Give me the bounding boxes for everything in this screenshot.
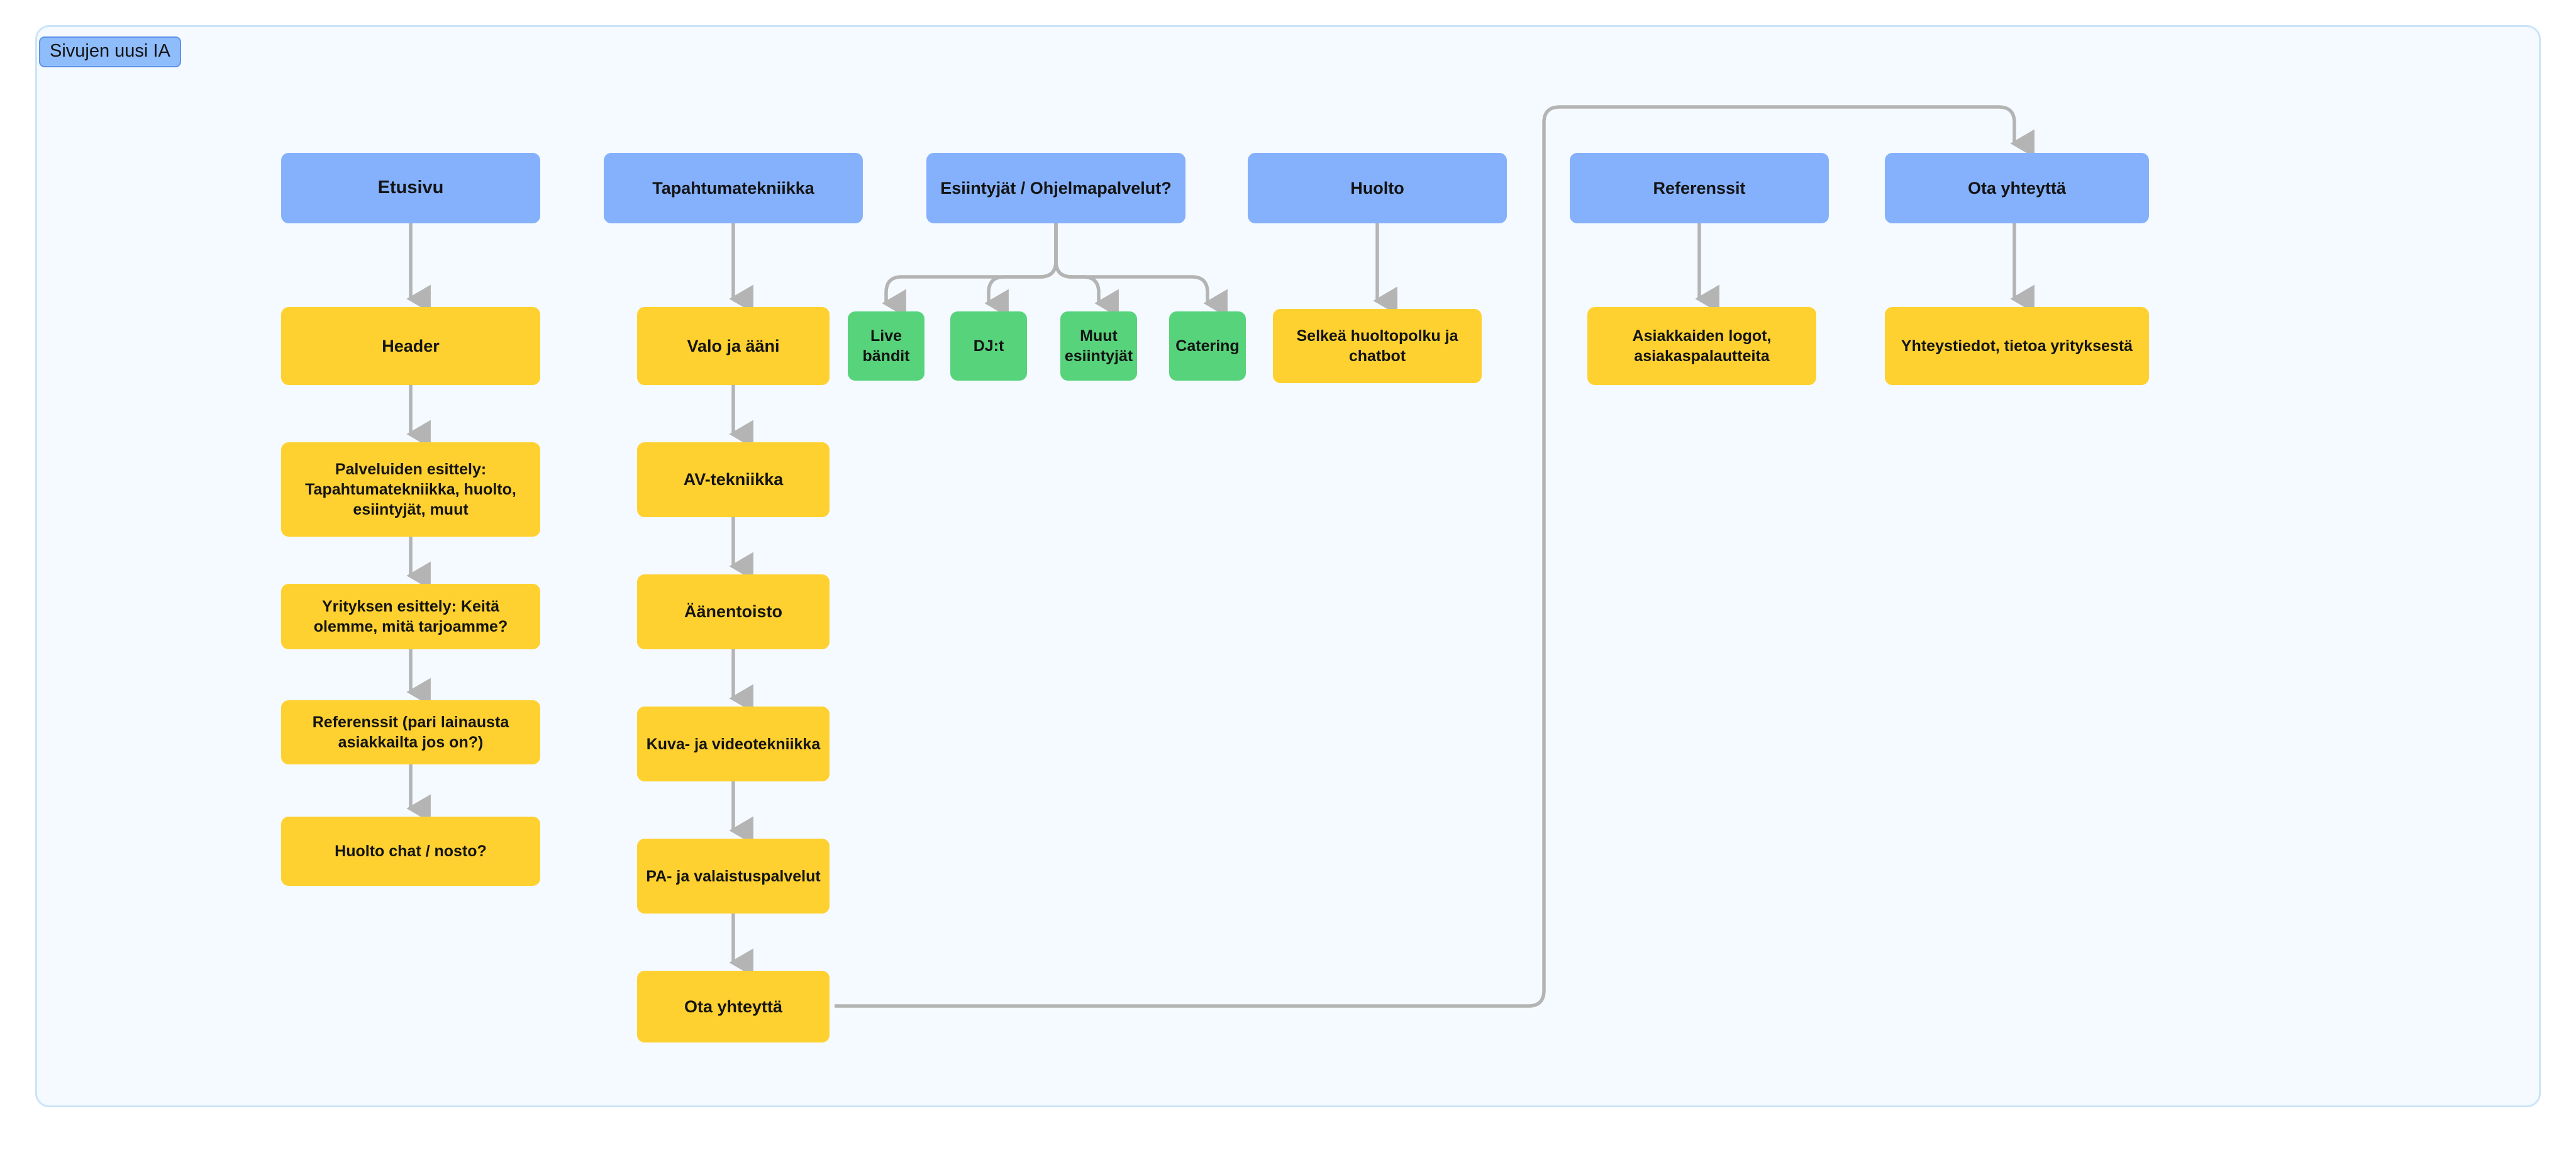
node-pa-ja-valaistuspalvelut[interactable]: PA- ja valaistuspalvelut xyxy=(637,839,830,914)
node-asiakkaiden-logot[interactable]: Asiakkaiden logot, asiakaspalautteita xyxy=(1587,307,1816,385)
node-esiintyjat-ohjelmapalvelut[interactable]: Esiintyjät / Ohjelmapalvelut? xyxy=(926,153,1185,223)
node-huolto-chat[interactable]: Huolto chat / nosto? xyxy=(281,817,540,886)
node-huolto[interactable]: Huolto xyxy=(1248,153,1507,223)
node-valo-ja-aani[interactable]: Valo ja ääni xyxy=(637,307,830,385)
node-aanentoisto[interactable]: Äänentoisto xyxy=(637,574,830,649)
node-live-bandit[interactable]: Live bändit xyxy=(848,311,924,381)
node-etusivu[interactable]: Etusivu xyxy=(281,153,540,223)
node-djt[interactable]: DJ:t xyxy=(950,311,1027,381)
node-catering[interactable]: Catering xyxy=(1169,311,1246,381)
node-referenssit-lainaukset[interactable]: Referenssit (pari lainausta asiakkailta … xyxy=(281,700,540,764)
node-palveluiden-esittely[interactable]: Palveluiden esittely: Tapahtumatekniikka… xyxy=(281,442,540,537)
diagram-title-badge[interactable]: Sivujen uusi IA xyxy=(39,36,181,67)
node-kuva-ja-videotekniikka[interactable]: Kuva- ja videotekniikka xyxy=(637,707,830,781)
node-yrityksen-esittely[interactable]: Yrityksen esittely: Keitä olemme, mitä t… xyxy=(281,584,540,649)
node-ota-yhteytta-bottom[interactable]: Ota yhteyttä xyxy=(637,971,830,1042)
node-yhteystiedot[interactable]: Yhteystiedot, tietoa yrityksestä xyxy=(1885,307,2149,385)
node-tapahtumatekniikka[interactable]: Tapahtumatekniikka xyxy=(604,153,863,223)
node-header[interactable]: Header xyxy=(281,307,540,385)
node-ota-yhteytta-top[interactable]: Ota yhteyttä xyxy=(1885,153,2149,223)
node-referenssit[interactable]: Referenssit xyxy=(1570,153,1829,223)
node-selkea-huoltopolku-chatbot[interactable]: Selkeä huoltopolku ja chatbot xyxy=(1273,309,1482,383)
node-muut-esiintyjat[interactable]: Muut esiintyjät xyxy=(1060,311,1137,381)
node-av-tekniikka[interactable]: AV-tekniikka xyxy=(637,442,830,517)
